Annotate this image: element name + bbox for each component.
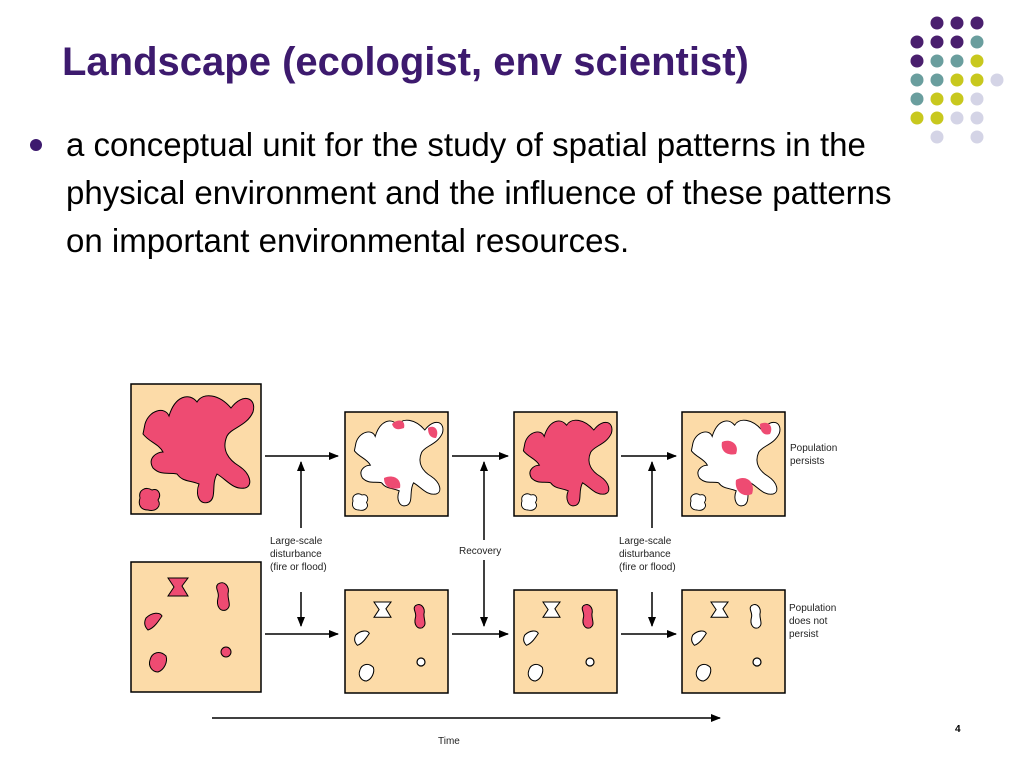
decorative-dot (930, 16, 944, 30)
panel-bottom-1 (130, 561, 262, 693)
decorative-dot (910, 35, 924, 49)
vertical-arrows (297, 461, 656, 627)
label-disturbance-2: Large-scale disturbance (fire or flood) (619, 536, 676, 573)
decorative-dot (910, 92, 924, 106)
label-population-persists: Population persists (790, 443, 840, 467)
decorative-dot (950, 92, 964, 106)
decorative-dot (970, 35, 984, 49)
panel-top-3 (513, 411, 618, 517)
bullet-text: a conceptual unit for the study of spati… (66, 126, 892, 259)
decorative-dot (970, 92, 984, 106)
panel-top-2 (344, 411, 449, 517)
decorative-dot (970, 16, 984, 30)
decorative-dot (930, 35, 944, 49)
decorative-dot (990, 73, 1004, 87)
panel-bottom-2 (344, 589, 449, 694)
decorative-dot (930, 54, 944, 68)
decorative-dot (930, 92, 944, 106)
decorative-dot (910, 111, 924, 125)
decorative-dot (910, 73, 924, 87)
horizontal-arrows (265, 452, 677, 638)
panel-bottom-4 (681, 589, 786, 694)
decorative-dot (970, 111, 984, 125)
decorative-dot (930, 130, 944, 144)
decorative-dot (950, 73, 964, 87)
panel-top-1 (130, 383, 262, 515)
bullet-icon (30, 139, 42, 151)
decorative-dot (910, 54, 924, 68)
decorative-dot (950, 16, 964, 30)
decorative-dot (950, 111, 964, 125)
decorative-dot (970, 130, 984, 144)
panel-bottom-3 (513, 589, 618, 694)
slide-title: Landscape (ecologist, env scientist) (62, 40, 749, 84)
decorative-dot (950, 35, 964, 49)
label-population-not-persist: Population does not persist (789, 603, 839, 640)
decorative-dot-grid (910, 16, 1004, 144)
decorative-dot (970, 73, 984, 87)
label-recovery: Recovery (459, 546, 501, 557)
decorative-dot (950, 54, 964, 68)
page-number: 4 (955, 724, 961, 735)
decorative-dot (930, 73, 944, 87)
label-disturbance-1: Large-scale disturbance (fire or flood) (270, 536, 327, 573)
decorative-dot (930, 111, 944, 125)
decorative-dot (970, 54, 984, 68)
label-time: Time (438, 736, 460, 747)
panel-top-4 (681, 411, 786, 517)
